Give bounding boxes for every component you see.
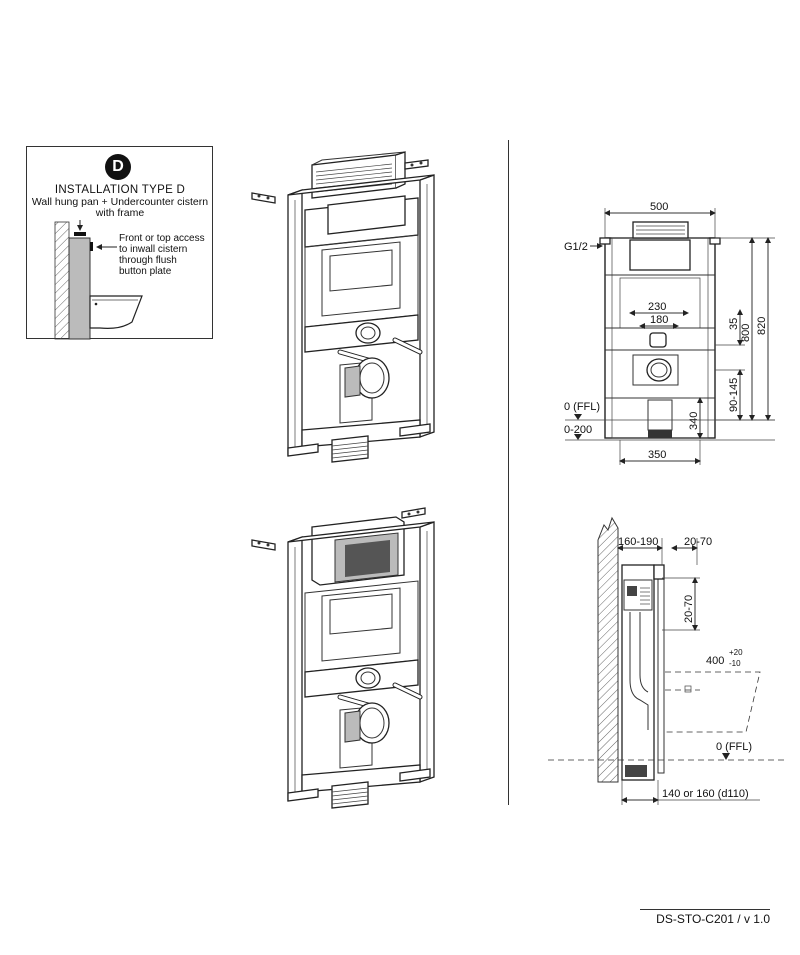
installation-type-title: INSTALLATION TYPE D [54,184,186,196]
dim-350: 350 [648,449,666,461]
document-code: DS-STO-C201 / v 1.0 [640,909,770,926]
frame-isometric-top [251,151,435,463]
dim-800: 800 [740,324,752,342]
dim-400: 400 [706,655,724,667]
dim-400-minus: -10 [729,659,741,668]
dim-500: 500 [650,201,668,213]
frame-isometric-bottom [251,507,435,809]
dim-20-70-top: 20-70 [684,536,712,548]
dim-180: 180 [650,314,668,326]
dim-0-200: 0-200 [564,424,592,436]
front-elevation: 500 G1/2 230 180 800 820 35 90-145 340 0… [564,201,775,465]
dim-160-190: 160-190 [618,536,658,548]
dim-820: 820 [756,317,768,335]
vertical-divider [508,140,509,805]
installation-type-description: Wall hung pan + Undercounter cistern wit… [31,196,209,219]
type-badge: D [105,154,131,180]
dim-ffl-side: 0 (FFL) [716,741,752,753]
dim-20-70-side: 20-70 [683,595,695,623]
dim-400-plus: +20 [729,648,743,657]
dim-bottom: 140 or 160 (d110) [662,788,749,800]
installation-type-box [26,146,213,339]
dim-ffl-front: 0 (FFL) [564,401,600,413]
side-section: 160-190 20-70 20-70 400 +20 -10 0 (FFL) … [548,516,785,805]
dim-90-145: 90-145 [728,378,740,412]
dim-340: 340 [688,412,700,430]
access-note: Front or top access to inwall cistern th… [119,233,205,277]
dim-35: 35 [728,318,740,330]
type-d-schematic [54,220,143,340]
dim-inlet: G1/2 [564,241,588,253]
dim-230: 230 [648,301,666,313]
